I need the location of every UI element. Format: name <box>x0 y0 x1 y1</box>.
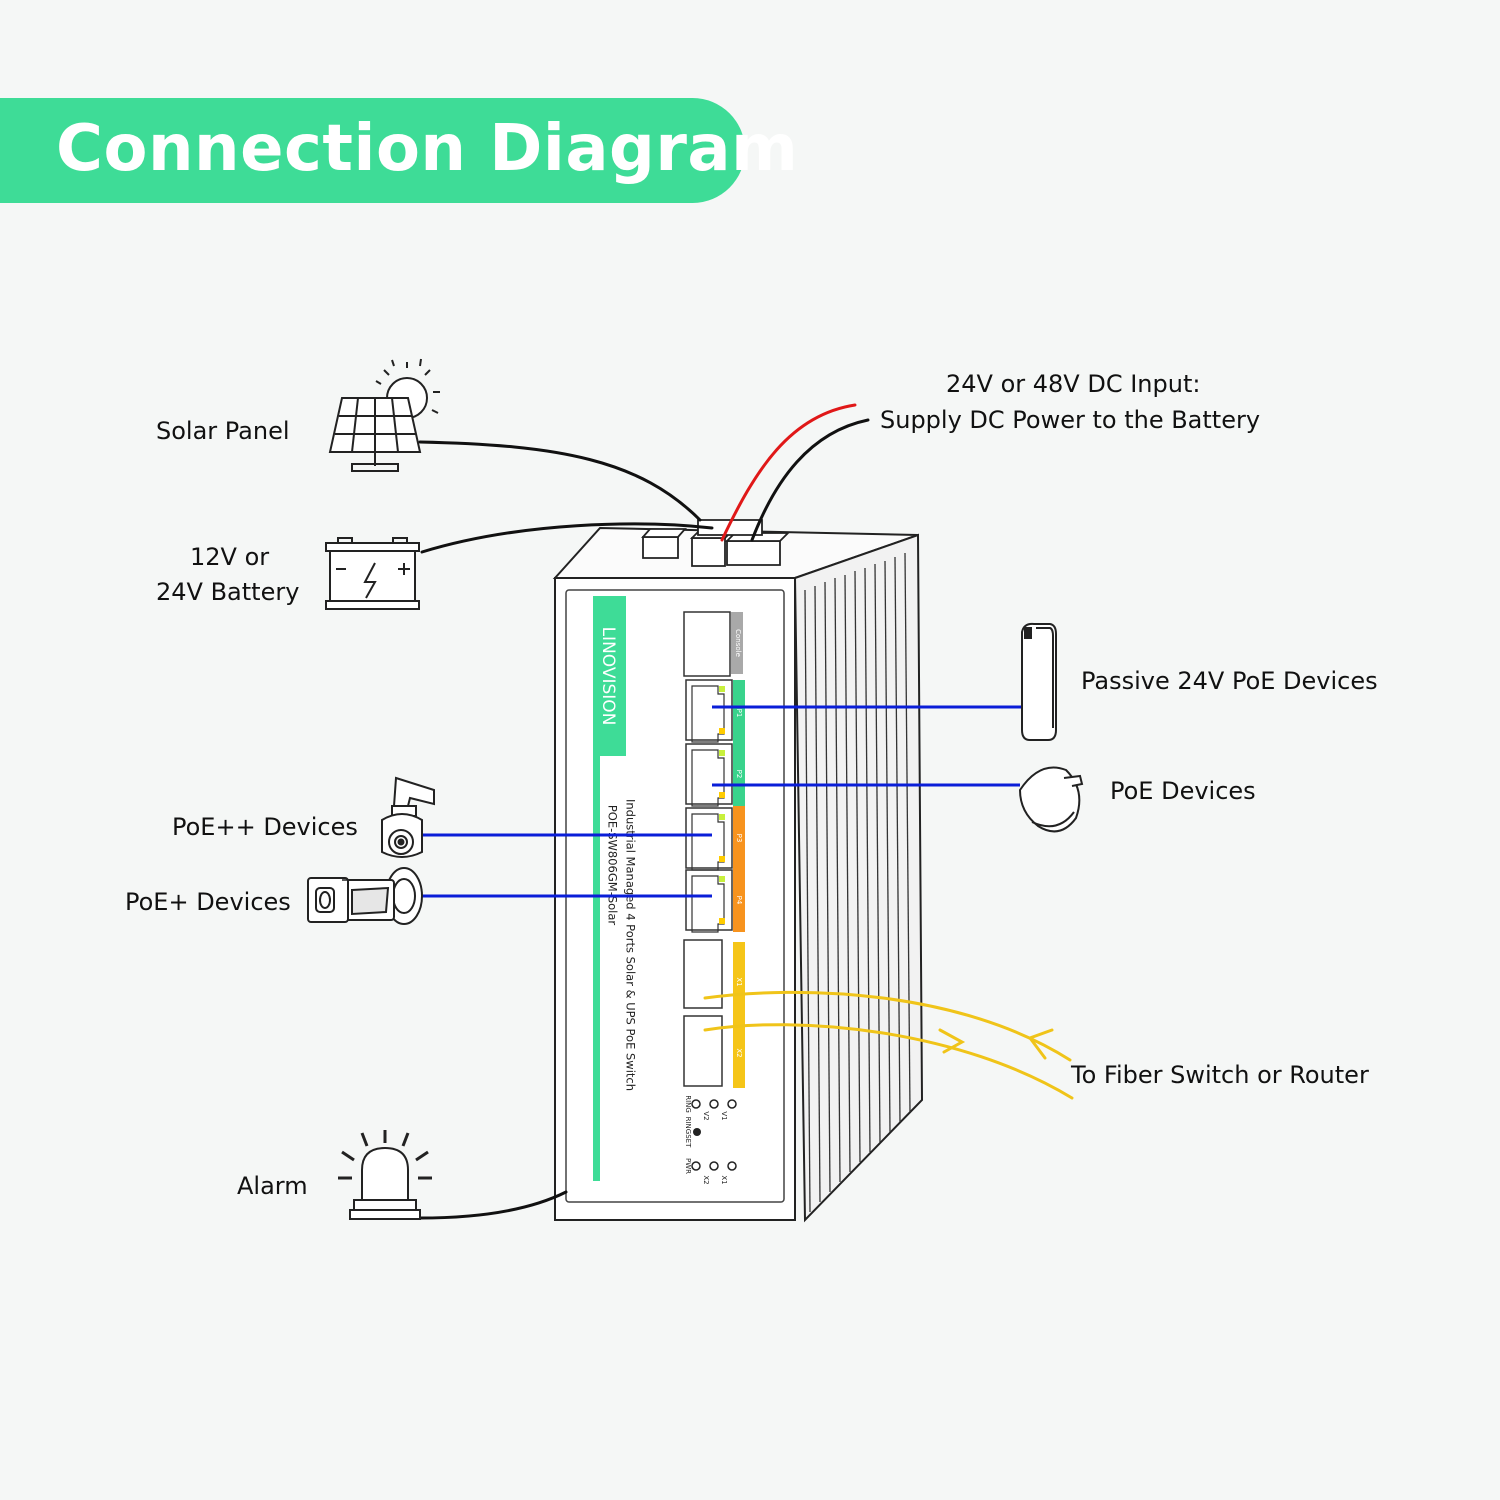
bullet-camera-icon <box>307 867 423 925</box>
poe-port-2 <box>685 743 733 805</box>
switch-unit: LINOVISION Industrial Managed 4 Ports So… <box>552 519 924 1223</box>
heatsink-fins <box>804 552 911 1213</box>
led-label-ringset: RINGSET <box>684 1117 692 1148</box>
console-label: Console <box>734 629 742 657</box>
outdoor-ap-icon <box>1021 622 1057 741</box>
brand-logo: LINOVISION <box>598 627 618 726</box>
led-label-v1: V1 <box>720 1111 728 1120</box>
ethernet-cables <box>420 705 1022 898</box>
power-cables <box>418 403 870 1220</box>
fiber-port-x2 <box>683 1015 723 1087</box>
led-label-ring: RING <box>684 1095 692 1113</box>
fiber-label-x1: X1 <box>735 977 743 986</box>
fiber-label: To Fiber Switch or Router <box>1071 1061 1369 1089</box>
poe-devices-label: PoE Devices <box>1110 777 1256 805</box>
status-leds <box>691 1099 737 1171</box>
solar-panel-label: Solar Panel <box>156 417 290 445</box>
alarm-label: Alarm <box>237 1172 308 1200</box>
solar-panel-icon <box>328 358 440 472</box>
ringset-button <box>693 1128 701 1136</box>
poe-port-3 <box>685 807 733 869</box>
poe-plus-label: PoE+ Devices <box>125 888 291 916</box>
led-label-pwr: PWR <box>684 1158 692 1174</box>
poe-plus-plus-label: PoE++ Devices <box>172 813 358 841</box>
battery-label-line2: 24V Battery <box>156 578 300 606</box>
page-title: Connection Diagram <box>56 112 799 186</box>
port-label-p3: P3 <box>735 834 743 843</box>
alarm-beacon-icon <box>338 1130 432 1220</box>
poe-port-1 <box>685 679 733 741</box>
battery-icon <box>325 537 420 610</box>
console-port <box>683 611 731 677</box>
dome-ap-icon <box>1018 766 1084 833</box>
led-label-x1: X1 <box>720 1175 728 1184</box>
fiber-label-x2: X2 <box>735 1048 743 1057</box>
fiber-cables <box>703 990 1074 1100</box>
port-label-p2: P2 <box>735 770 743 779</box>
device-description: Industrial Managed 4 Ports Solar & UPS P… <box>624 799 638 1091</box>
passive-poe-label: Passive 24V PoE Devices <box>1081 667 1378 695</box>
port-label-p4: P4 <box>735 896 743 905</box>
poe-port-4 <box>685 869 733 931</box>
ptz-camera-icon <box>381 776 435 858</box>
port-label-p1: P1 <box>735 709 743 718</box>
led-label-v2: V2 <box>702 1111 710 1120</box>
title-banner <box>0 98 745 203</box>
led-label-x2: X2 <box>702 1175 710 1184</box>
battery-label-line1: 12V or <box>190 543 270 571</box>
terminal-blocks <box>641 519 791 567</box>
dc-input-label-line2: Supply DC Power to the Battery <box>880 406 1261 434</box>
device-model: POE-SW806GM-Solar <box>606 805 620 926</box>
dc-input-label-line1: 24V or 48V DC Input: <box>946 370 1201 398</box>
